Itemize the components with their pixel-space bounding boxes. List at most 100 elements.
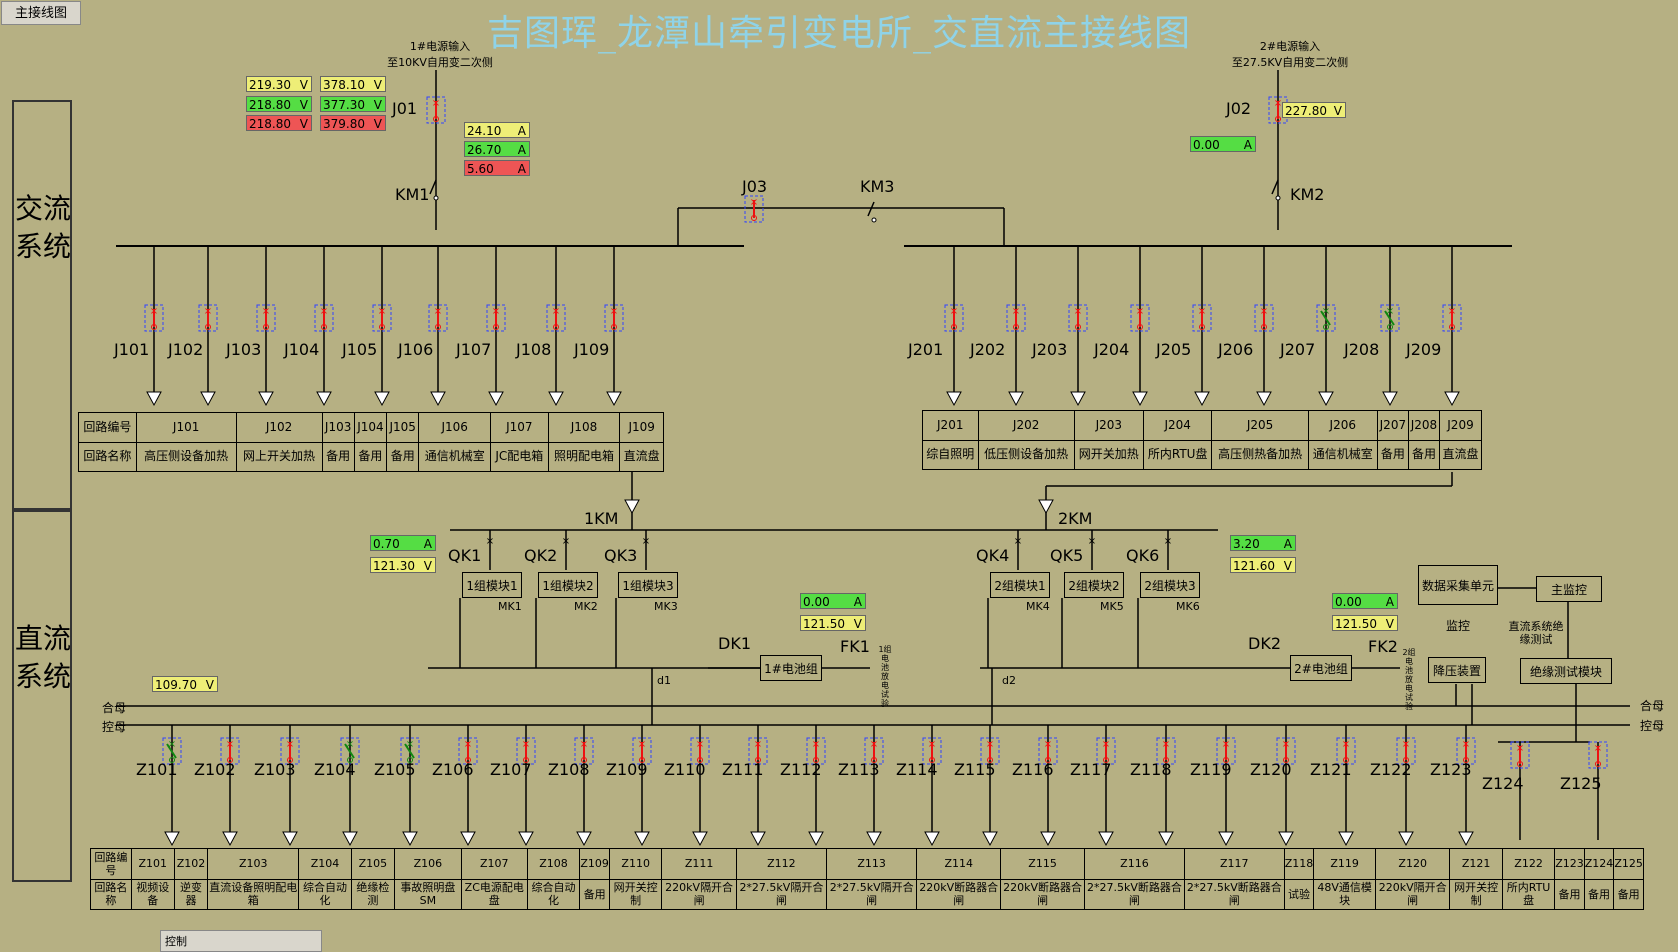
qk-switch-icon[interactable]: × xyxy=(562,536,570,547)
feeder-arrow-icon xyxy=(1132,391,1148,407)
breaker-Z112[interactable]: × xyxy=(806,737,826,765)
switch-KM1[interactable] xyxy=(429,179,439,201)
breaker-Z103[interactable]: × xyxy=(280,737,300,765)
breaker-label-Z121: Z121 xyxy=(1310,760,1352,779)
breaker-J106[interactable]: × xyxy=(428,304,448,332)
breaker-Z104[interactable]: × xyxy=(340,737,360,765)
breaker-J107[interactable]: × xyxy=(486,304,506,332)
table-cell-name: 高压侧设备加热 xyxy=(135,441,237,472)
svg-text:×: × xyxy=(1222,739,1230,750)
qk-switch-icon[interactable]: × xyxy=(486,536,494,547)
breaker-J01[interactable]: × xyxy=(426,96,446,124)
dc-feeder-arrow-icon xyxy=(924,831,940,847)
breaker-Z105[interactable]: × xyxy=(400,737,420,765)
breaker-Z101[interactable]: × xyxy=(162,737,182,765)
breaker-label-J202: J202 xyxy=(970,340,1006,359)
breaker-J102[interactable]: × xyxy=(198,304,218,332)
meter-value: 0.00 xyxy=(1335,595,1362,609)
arrow-1KM-icon xyxy=(624,499,640,515)
breaker-Z109[interactable]: × xyxy=(632,737,652,765)
module-MK1[interactable]: 1组模块1 xyxy=(462,572,522,598)
meter-unit: A xyxy=(517,124,526,138)
dc-feeder-arrow-icon xyxy=(1458,831,1474,847)
breaker-label-J206: J206 xyxy=(1218,340,1254,359)
breaker-Z111[interactable]: × xyxy=(748,737,768,765)
switch-KM2[interactable] xyxy=(1271,179,1281,201)
breaker-Z119[interactable]: × xyxy=(1216,737,1236,765)
qk-switch-icon[interactable]: × xyxy=(642,536,650,547)
control-window-stub[interactable]: 控制 xyxy=(160,930,322,952)
breaker-J203[interactable]: × xyxy=(1068,304,1088,332)
table-cell-code: J103 xyxy=(321,412,355,443)
breaker-Z102[interactable]: × xyxy=(220,737,240,765)
breaker-Z116[interactable]: × xyxy=(1038,737,1058,765)
breaker-J206[interactable]: × xyxy=(1254,304,1274,332)
breaker-J103[interactable]: × xyxy=(256,304,276,332)
breaker-Z125[interactable]: × xyxy=(1588,741,1608,769)
main-monitor[interactable]: 主监控 xyxy=(1536,576,1602,602)
breaker-Z107[interactable]: × xyxy=(516,737,536,765)
breaker-Z118[interactable]: × xyxy=(1156,737,1176,765)
svg-text:×: × xyxy=(870,739,878,750)
svg-text:×: × xyxy=(986,739,994,750)
meter-value: 0.70 xyxy=(373,537,400,551)
breaker-Z113[interactable]: × xyxy=(864,737,884,765)
breaker-J205[interactable]: × xyxy=(1192,304,1212,332)
breaker-Z123[interactable]: × xyxy=(1456,737,1476,765)
breaker-J104[interactable]: × xyxy=(314,304,334,332)
insulation-test-module[interactable]: 绝缘测试模块 xyxy=(1520,658,1612,684)
breaker-J201[interactable]: × xyxy=(944,304,964,332)
table-cell-code: Z120 xyxy=(1375,848,1451,880)
table-cell-code: J208 xyxy=(1407,410,1440,441)
breaker-J209[interactable]: × xyxy=(1442,304,1462,332)
module-code: MK5 xyxy=(1100,600,1124,613)
module-MK5[interactable]: 2组模块2 xyxy=(1064,572,1124,598)
breaker-J105[interactable]: × xyxy=(372,304,392,332)
breaker-Z114[interactable]: × xyxy=(922,737,942,765)
label-DK1: DK1 xyxy=(718,634,751,653)
breaker-Z110[interactable]: × xyxy=(690,737,710,765)
breaker-Z124[interactable]: × xyxy=(1510,741,1530,769)
breaker-Z117[interactable]: × xyxy=(1096,737,1116,765)
breaker-J208[interactable]: × xyxy=(1380,304,1400,332)
battery-group-2[interactable]: 2#电池组 xyxy=(1290,655,1352,681)
breaker-Z122[interactable]: × xyxy=(1396,737,1416,765)
svg-text:×: × xyxy=(346,739,354,750)
svg-text:×: × xyxy=(1386,306,1394,317)
breaker-J109[interactable]: × xyxy=(604,304,624,332)
breaker-J207[interactable]: × xyxy=(1316,304,1336,332)
breaker-J202[interactable]: × xyxy=(1006,304,1026,332)
svg-text:×: × xyxy=(610,306,618,317)
breaker-J204[interactable]: × xyxy=(1130,304,1150,332)
breaker-Z108[interactable]: × xyxy=(574,737,594,765)
module-MK2[interactable]: 1组模块2 xyxy=(538,572,598,598)
qk-switch-icon[interactable]: × xyxy=(1088,536,1096,547)
module-MK4[interactable]: 2组模块1 xyxy=(990,572,1050,598)
breaker-label-Z104: Z104 xyxy=(314,760,356,779)
svg-text:×: × xyxy=(492,306,500,317)
breaker-J108[interactable]: × xyxy=(546,304,566,332)
breaker-Z106[interactable]: × xyxy=(458,737,478,765)
meter-value: 24.10 xyxy=(467,124,502,138)
data-acquisition-unit[interactable]: 数据采集单元监控 xyxy=(1418,565,1498,633)
breaker-Z115[interactable]: × xyxy=(980,737,1000,765)
breaker-label-Z124: Z124 xyxy=(1482,774,1524,793)
breaker-label-J205: J205 xyxy=(1156,340,1192,359)
module-MK6[interactable]: 2组模块3 xyxy=(1140,572,1200,598)
feeder-arrow-icon xyxy=(488,391,504,407)
qk-switch-icon[interactable]: × xyxy=(1164,536,1172,547)
qk-switch-icon[interactable]: × xyxy=(1014,536,1022,547)
tab-main-wiring[interactable]: 主接线图 xyxy=(1,1,81,25)
svg-text:×: × xyxy=(928,739,936,750)
breaker-J101[interactable]: × xyxy=(144,304,164,332)
module-MK3[interactable]: 1组模块3 xyxy=(618,572,678,598)
battery-group-1[interactable]: 1#电池组 xyxy=(760,655,822,681)
breaker-J03[interactable]: × xyxy=(744,195,764,223)
breaker-Z121[interactable]: × xyxy=(1336,737,1356,765)
breaker-Z120[interactable]: × xyxy=(1276,737,1296,765)
svg-text:×: × xyxy=(812,739,820,750)
switch-KM3[interactable] xyxy=(867,201,877,223)
stepdown-device[interactable]: 降压装置 xyxy=(1428,657,1486,683)
svg-text:×: × xyxy=(552,306,560,317)
